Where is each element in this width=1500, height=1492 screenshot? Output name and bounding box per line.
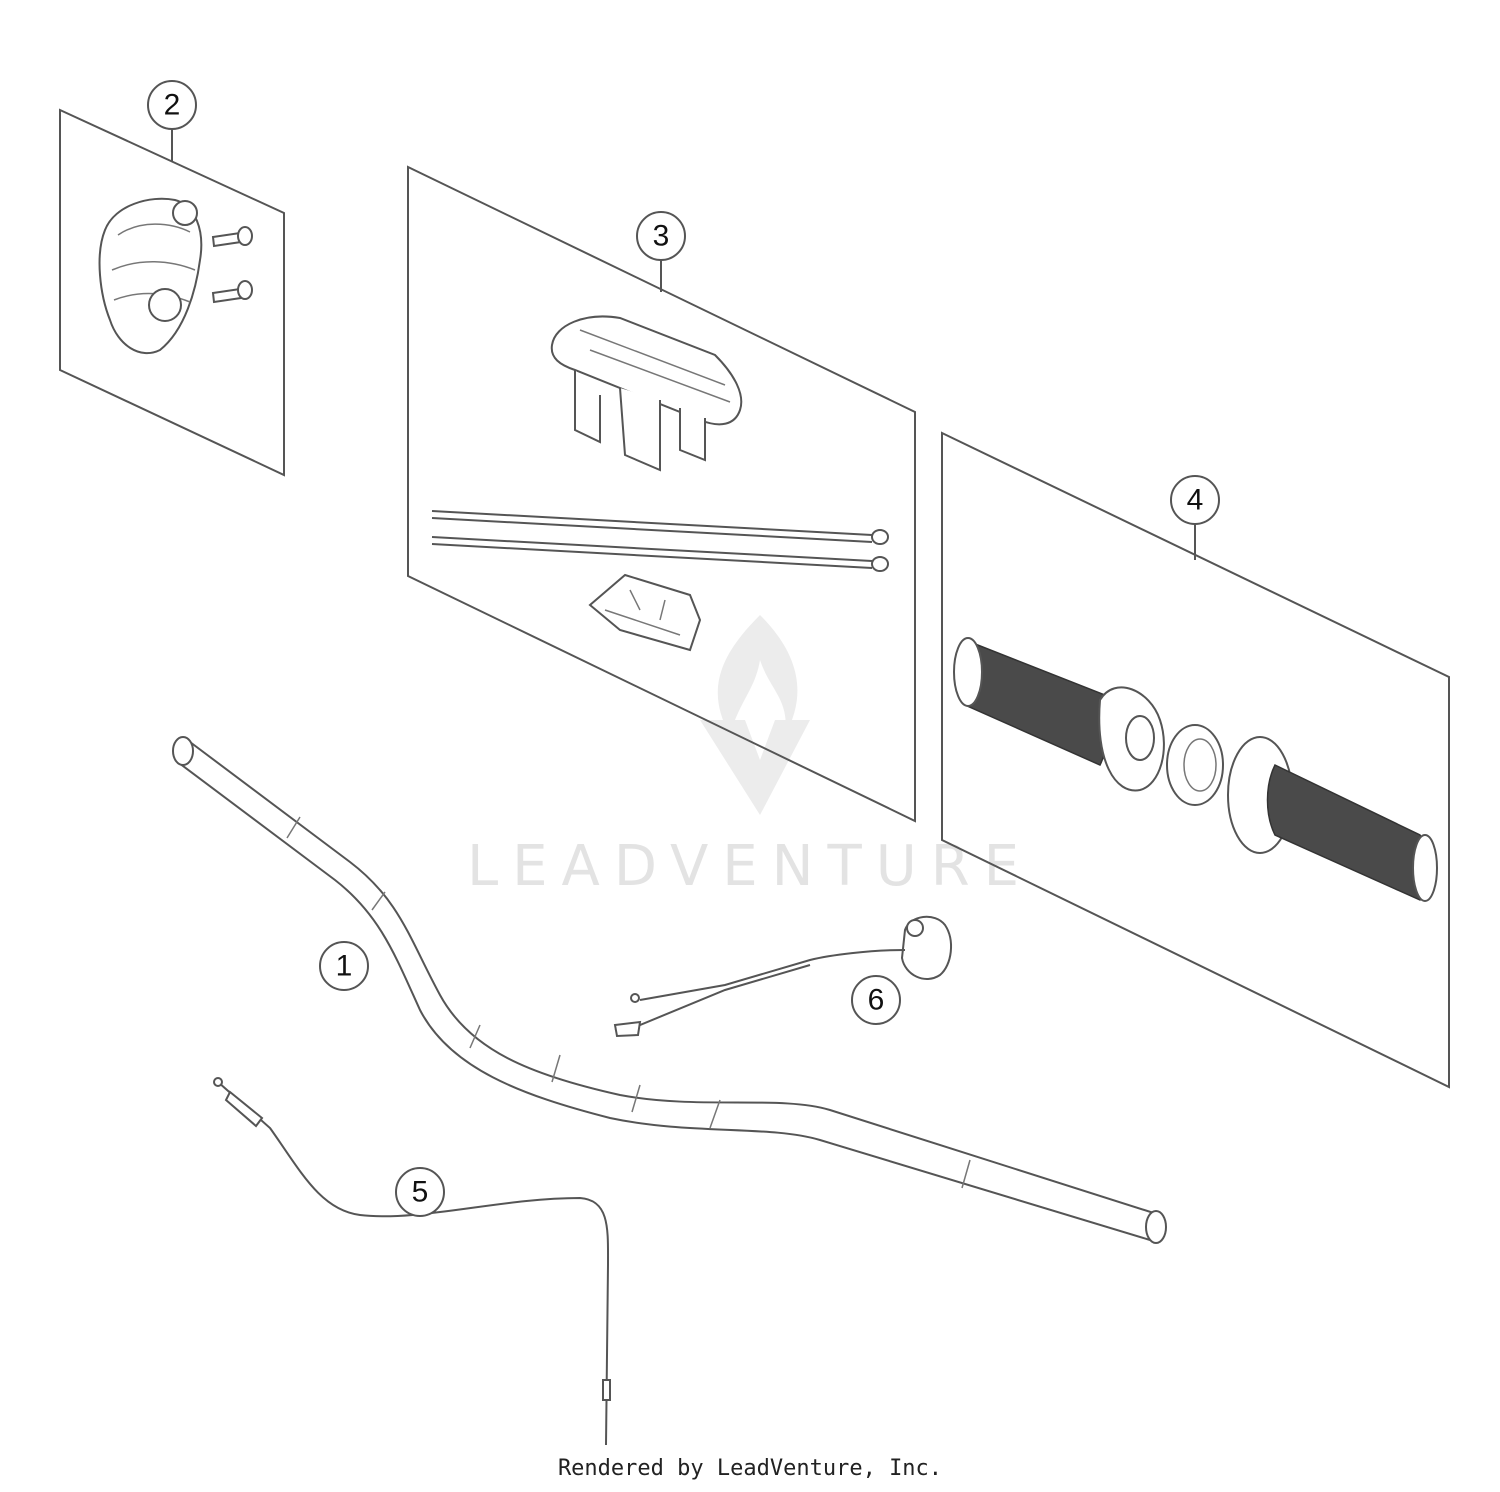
callout-4-label: 4 xyxy=(1187,484,1204,517)
callout-3: 3 xyxy=(636,211,686,261)
part-2-kit-panel xyxy=(59,108,285,477)
watermark-text: LEADVENTURE xyxy=(467,834,1033,899)
mount-clip-illustration xyxy=(588,573,702,652)
handlebar-pad-illustration xyxy=(550,315,743,472)
throttle-housing-illustration xyxy=(98,197,203,355)
handlebar-illustration xyxy=(172,736,1167,1244)
grip-ring-illustration xyxy=(1166,724,1224,806)
callout-1-label: 1 xyxy=(336,950,353,983)
screw-illustration xyxy=(211,226,253,304)
watermark-flame-icon xyxy=(717,615,798,735)
callout-6: 6 xyxy=(851,975,901,1025)
part-3-kit-panel xyxy=(407,165,916,823)
callout-3-label: 3 xyxy=(653,220,670,253)
throttle-cable-illustration xyxy=(213,1077,611,1446)
kill-switch-illustration xyxy=(613,915,952,1038)
callout-5: 5 xyxy=(395,1167,445,1217)
footer-credit: Rendered by LeadVenture, Inc. xyxy=(557,1456,943,1481)
cable-tie-illustration xyxy=(431,510,889,572)
callout-4: 4 xyxy=(1170,475,1220,525)
watermark-v-icon xyxy=(700,720,810,815)
left-grip-illustration xyxy=(953,637,1165,792)
callout-2: 2 xyxy=(147,80,197,130)
right-grip-illustration xyxy=(1227,736,1438,902)
leadventure-watermark: LEADVENTURE xyxy=(467,615,1033,899)
callout-2-label: 2 xyxy=(164,89,181,122)
callout-1: 1 xyxy=(319,941,369,991)
callout-6-label: 6 xyxy=(868,984,885,1017)
callout-5-label: 5 xyxy=(412,1176,429,1209)
part-4-kit-panel xyxy=(941,431,1450,1089)
